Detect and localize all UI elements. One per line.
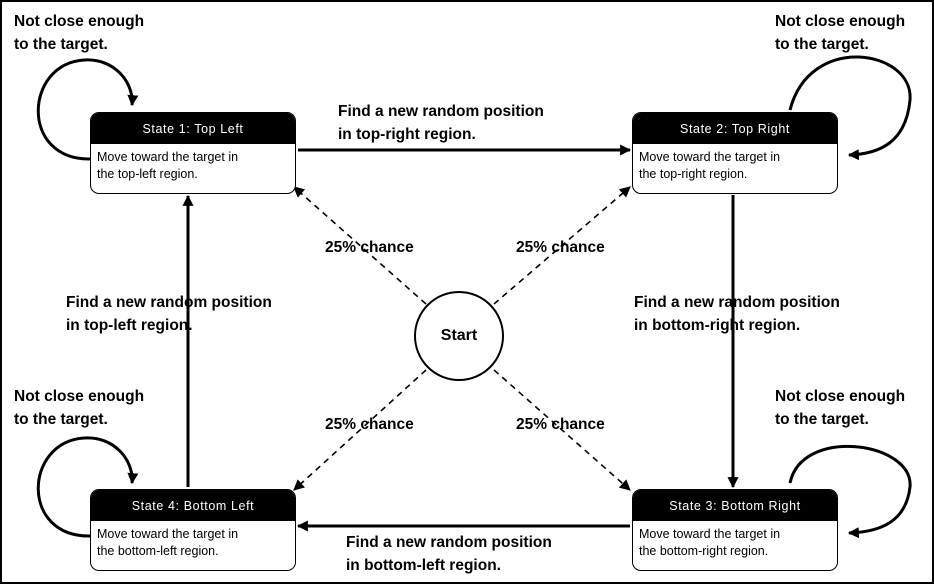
label-line: to the target. [775,411,869,428]
self-loop-label-state3: Not close enough to the target. [775,385,905,431]
self-loop-state4 [36,436,139,538]
label-line: Find a new random position [66,294,272,311]
state-description: Move toward the target in the bottom-lef… [91,521,295,560]
state-title: State 2: Top Right [633,113,837,144]
state-title: State 4: Bottom Left [91,490,295,521]
state-description-line: Move toward the target in [97,150,239,164]
self-loop-label-state4: Not close enough to the target. [14,385,144,431]
dashed-arrow-start-to-state1 [293,186,427,305]
transition-label-to-top-left: Find a new random position in top-left r… [66,291,272,337]
chance-label-top-left: 25% chance [325,239,414,256]
label-line: Not close enough [775,388,906,405]
self-loop-label-state1: Not close enough to the target. [14,10,144,56]
transition-label-to-top-right: Find a new random position in top-right … [338,100,544,146]
self-loop-state3 [788,444,912,539]
chance-label-top-right: 25% chance [516,239,605,256]
transition-label-to-bottom-left: Find a new random position in bottom-lef… [346,531,552,577]
self-loop-label-state2: Not close enough to the target. [775,10,905,56]
state-title: State 1: Top Left [91,113,295,144]
label-line: Find a new random position [634,294,840,311]
state-description-line: the bottom-left region. [97,544,219,558]
label-line: in bottom-right region. [634,317,801,334]
label-line: in top-left region. [66,317,193,334]
state-4-box: State 4: Bottom Left Move toward the tar… [90,489,296,571]
label-line: Find a new random position [346,534,552,551]
state-description: Move toward the target in the top-left r… [91,144,295,183]
state-description-line: Move toward the target in [639,527,781,541]
self-loop-state1 [36,58,139,161]
state-description-line: the top-left region. [97,167,198,181]
label-line: Not close enough [775,13,906,30]
label-line: in top-right region. [338,126,476,143]
label-line: Find a new random position [338,103,544,120]
label-line: in bottom-left region. [346,557,501,574]
state-description-line: Move toward the target in [97,527,239,541]
label-line: to the target. [775,36,869,53]
state-3-box: State 3: Bottom Right Move toward the ta… [632,489,838,571]
state-description: Move toward the target in the top-right … [633,144,837,183]
state-description: Move toward the target in the bottom-rig… [633,521,837,560]
state-title: State 3: Bottom Right [633,490,837,521]
label-line: Not close enough [14,388,145,405]
dashed-arrow-start-to-state2 [493,186,631,305]
start-node: Start [414,291,504,381]
transition-label-to-bottom-right: Find a new random position in bottom-rig… [634,291,840,337]
label-line: to the target. [14,411,108,428]
self-loop-state2 [788,55,912,161]
state-description-line: Move toward the target in [639,150,781,164]
label-line: Not close enough [14,13,145,30]
chance-label-bottom-left: 25% chance [325,416,414,433]
state-2-box: State 2: Top Right Move toward the targe… [632,112,838,194]
dashed-arrow-start-to-state3 [493,369,631,491]
label-line: to the target. [14,36,108,53]
chance-label-bottom-right: 25% chance [516,416,605,433]
dashed-arrow-start-to-state4 [293,369,427,491]
state-description-line: the top-right region. [639,167,748,181]
state-1-box: State 1: Top Left Move toward the target… [90,112,296,194]
state-description-line: the bottom-right region. [639,544,769,558]
